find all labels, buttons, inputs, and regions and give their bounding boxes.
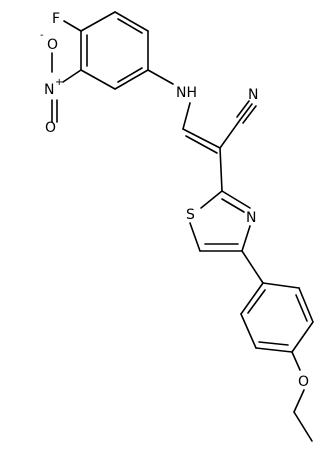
amine-label: NH [176,85,197,101]
ether-oxygen-label: O [298,374,309,390]
thiazole-phenyl-bond [241,250,264,284]
nitro-nitrogen-charge: + [55,77,63,88]
alkene-double-bond [182,128,221,154]
nitro-oxygen-bottom-label: O [45,120,56,136]
nh-vinyl-bond [182,102,191,130]
aryl-nh-bond [147,69,174,85]
c-f-bond [63,20,82,32]
nitro-nitrogen-label: N [44,82,54,98]
ethoxyphenyl-ring [240,282,314,353]
fluorine-label: F [52,11,60,27]
nitro-oxygen-charge: - [40,30,44,41]
ethoxy-group: O [291,351,313,442]
thiazole-ring: S N [186,190,256,252]
thiazole-nitrogen-label: N [246,210,256,226]
fluoronitrophenyl-ring [80,11,149,90]
vinyl-thiazole-bond [219,147,223,192]
nitrile-group: N [219,87,258,149]
nitrile-nitrogen-label: N [248,87,258,103]
nitro-group: O - N + O [40,30,82,136]
nitro-oxygen-top-label: O [47,37,58,53]
thiazole-sulfur-label: S [186,207,195,223]
